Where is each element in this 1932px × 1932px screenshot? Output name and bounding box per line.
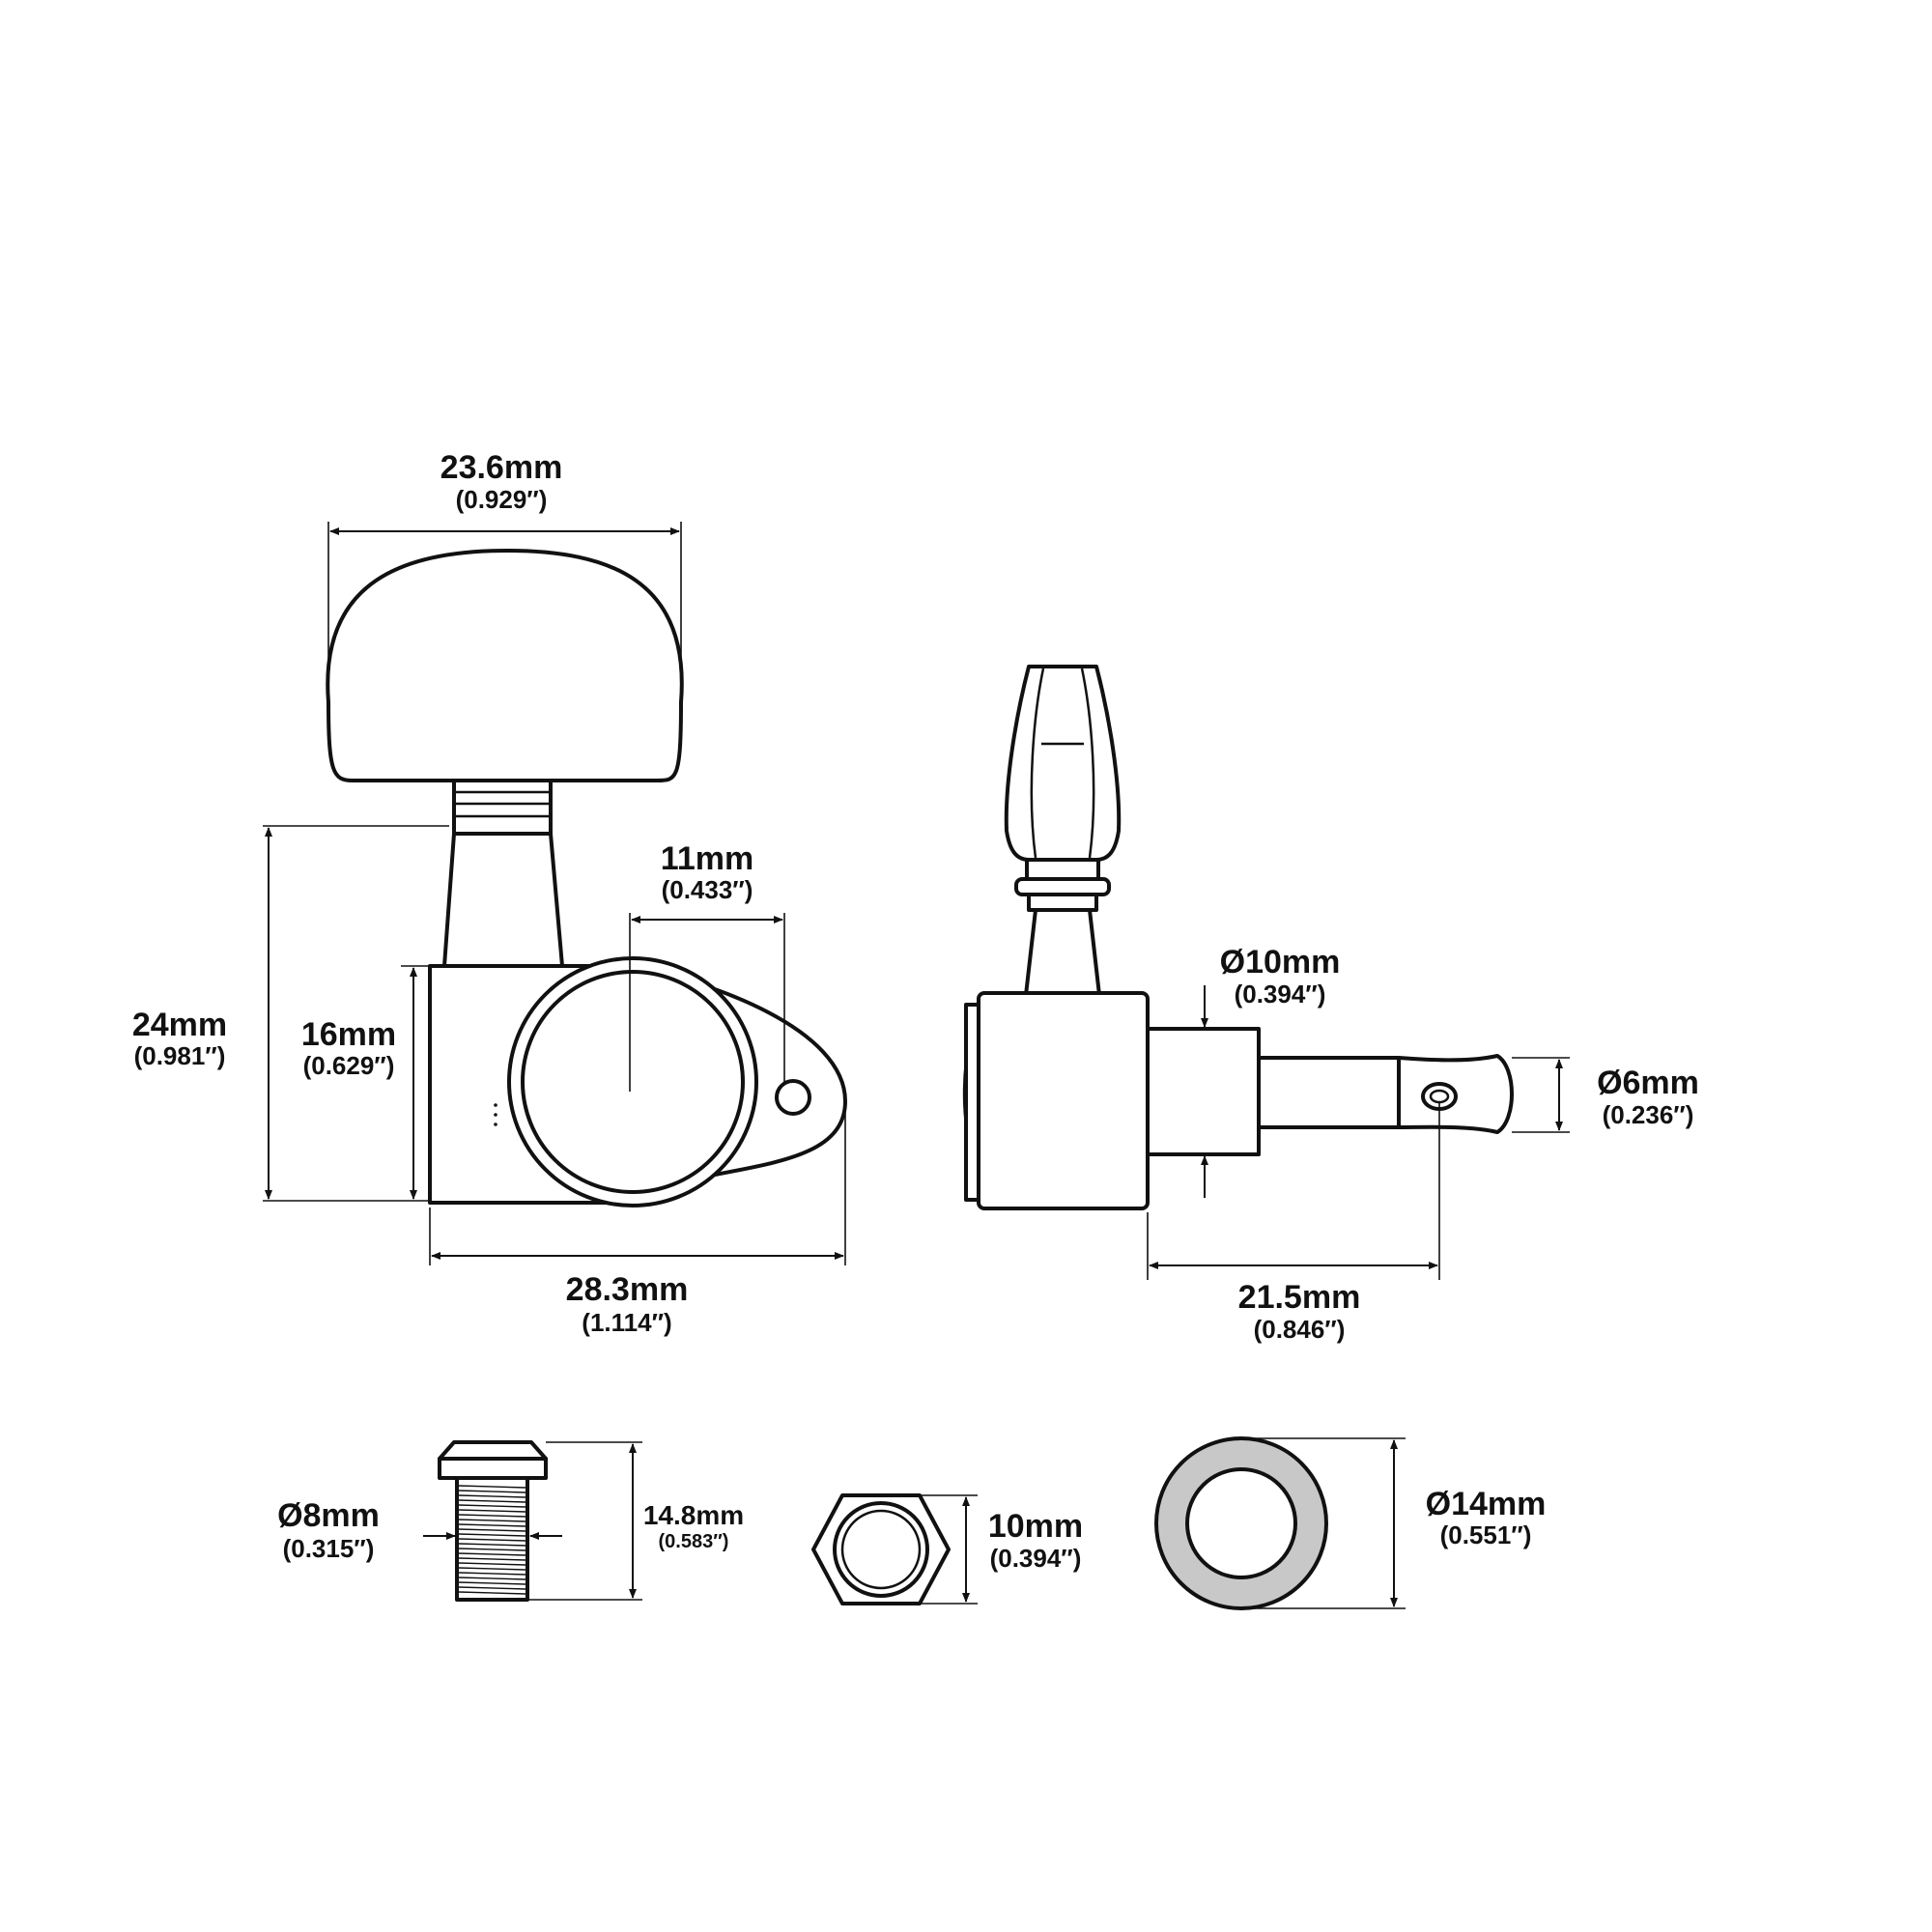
front-shaft (442, 832, 564, 968)
front-knob-collar (452, 779, 553, 836)
housing-length-inch: (1.114″) (582, 1308, 671, 1337)
thread-line (458, 1504, 526, 1508)
thread-line (458, 1538, 526, 1542)
side-bushing (1146, 1027, 1261, 1156)
thread-line (458, 1494, 526, 1498)
post-offset-mm: 11mm (661, 840, 753, 877)
sleeve-part (438, 1440, 548, 1602)
thread-line (458, 1533, 526, 1537)
side-view (962, 665, 1514, 1210)
thread-line (458, 1523, 526, 1527)
sleeve-diameter-inch: (0.315″) (283, 1534, 375, 1563)
thread-line (458, 1581, 526, 1585)
thread-line (458, 1499, 526, 1503)
housing-height-mm: 16mm (301, 1016, 396, 1053)
side-housing (977, 991, 1150, 1210)
thread-line (458, 1548, 526, 1551)
sleeve-height-inch: (0.583″) (659, 1531, 729, 1552)
thread-line (458, 1562, 526, 1566)
side-string-post (1257, 1056, 1401, 1129)
washer-diameter-inch: (0.551″) (1440, 1520, 1532, 1549)
front-housing-dots (494, 1103, 497, 1126)
housing-height-inch: (0.629″) (303, 1051, 395, 1080)
thread-line (458, 1528, 526, 1532)
front-screw-hole (775, 1079, 811, 1116)
sleeve-height-mm: 14.8mm (643, 1500, 744, 1530)
front-knob (326, 549, 684, 782)
thread-line (458, 1591, 526, 1595)
post-length-mm: 21.5mm (1238, 1279, 1361, 1316)
side-knob (1004, 665, 1122, 862)
thread-line (458, 1543, 526, 1547)
thread-line (458, 1519, 526, 1522)
post-length-inch: (0.846″) (1254, 1315, 1346, 1344)
post-offset-inch: (0.433″) (662, 875, 753, 904)
dimension-lines (263, 522, 1570, 1609)
thread-line (458, 1514, 526, 1518)
washer-diameter-mm: Ø14mm (1426, 1486, 1547, 1522)
post-diameter-inch: (0.236″) (1603, 1100, 1694, 1129)
side-shaft (1024, 908, 1101, 997)
front-view (326, 549, 847, 1208)
washer-part (1154, 1436, 1328, 1610)
side-knob-facets (1030, 668, 1095, 859)
thread-line (458, 1586, 526, 1590)
total-height-mm: 24mm (132, 1007, 227, 1043)
sleeve-diameter-mm: Ø8mm (277, 1497, 380, 1534)
knob-width-mm: 23.6mm (440, 449, 563, 486)
housing-length-mm: 28.3mm (566, 1271, 689, 1308)
thread-line (458, 1509, 526, 1513)
nut-size-inch: (0.394″) (990, 1544, 1082, 1573)
post-diameter-mm: Ø6mm (1597, 1065, 1699, 1101)
bushing-diameter-mm: Ø10mm (1220, 944, 1341, 980)
thread-line (458, 1485, 526, 1489)
thread-line (458, 1552, 526, 1556)
thread-line (458, 1572, 526, 1576)
sleeve-threads (458, 1485, 526, 1595)
washer-hole (1185, 1467, 1297, 1579)
thread-line (458, 1490, 526, 1493)
side-knob-collar (1014, 858, 1111, 912)
nut-size-mm: 10mm (988, 1508, 1083, 1545)
thread-line (458, 1557, 526, 1561)
bushing-diameter-inch: (0.394″) (1235, 980, 1326, 1009)
hex-nut-part (811, 1493, 951, 1605)
thread-line (458, 1567, 526, 1571)
knob-width-inch: (0.929″) (456, 485, 548, 514)
dimension-labels: 23.6mm (0.929″) 11mm (0.433″) 24mm (0.98… (132, 449, 1699, 1573)
front-gear-ring-inner (521, 970, 745, 1194)
total-height-inch: (0.981″) (134, 1041, 226, 1070)
thread-line (458, 1577, 526, 1580)
